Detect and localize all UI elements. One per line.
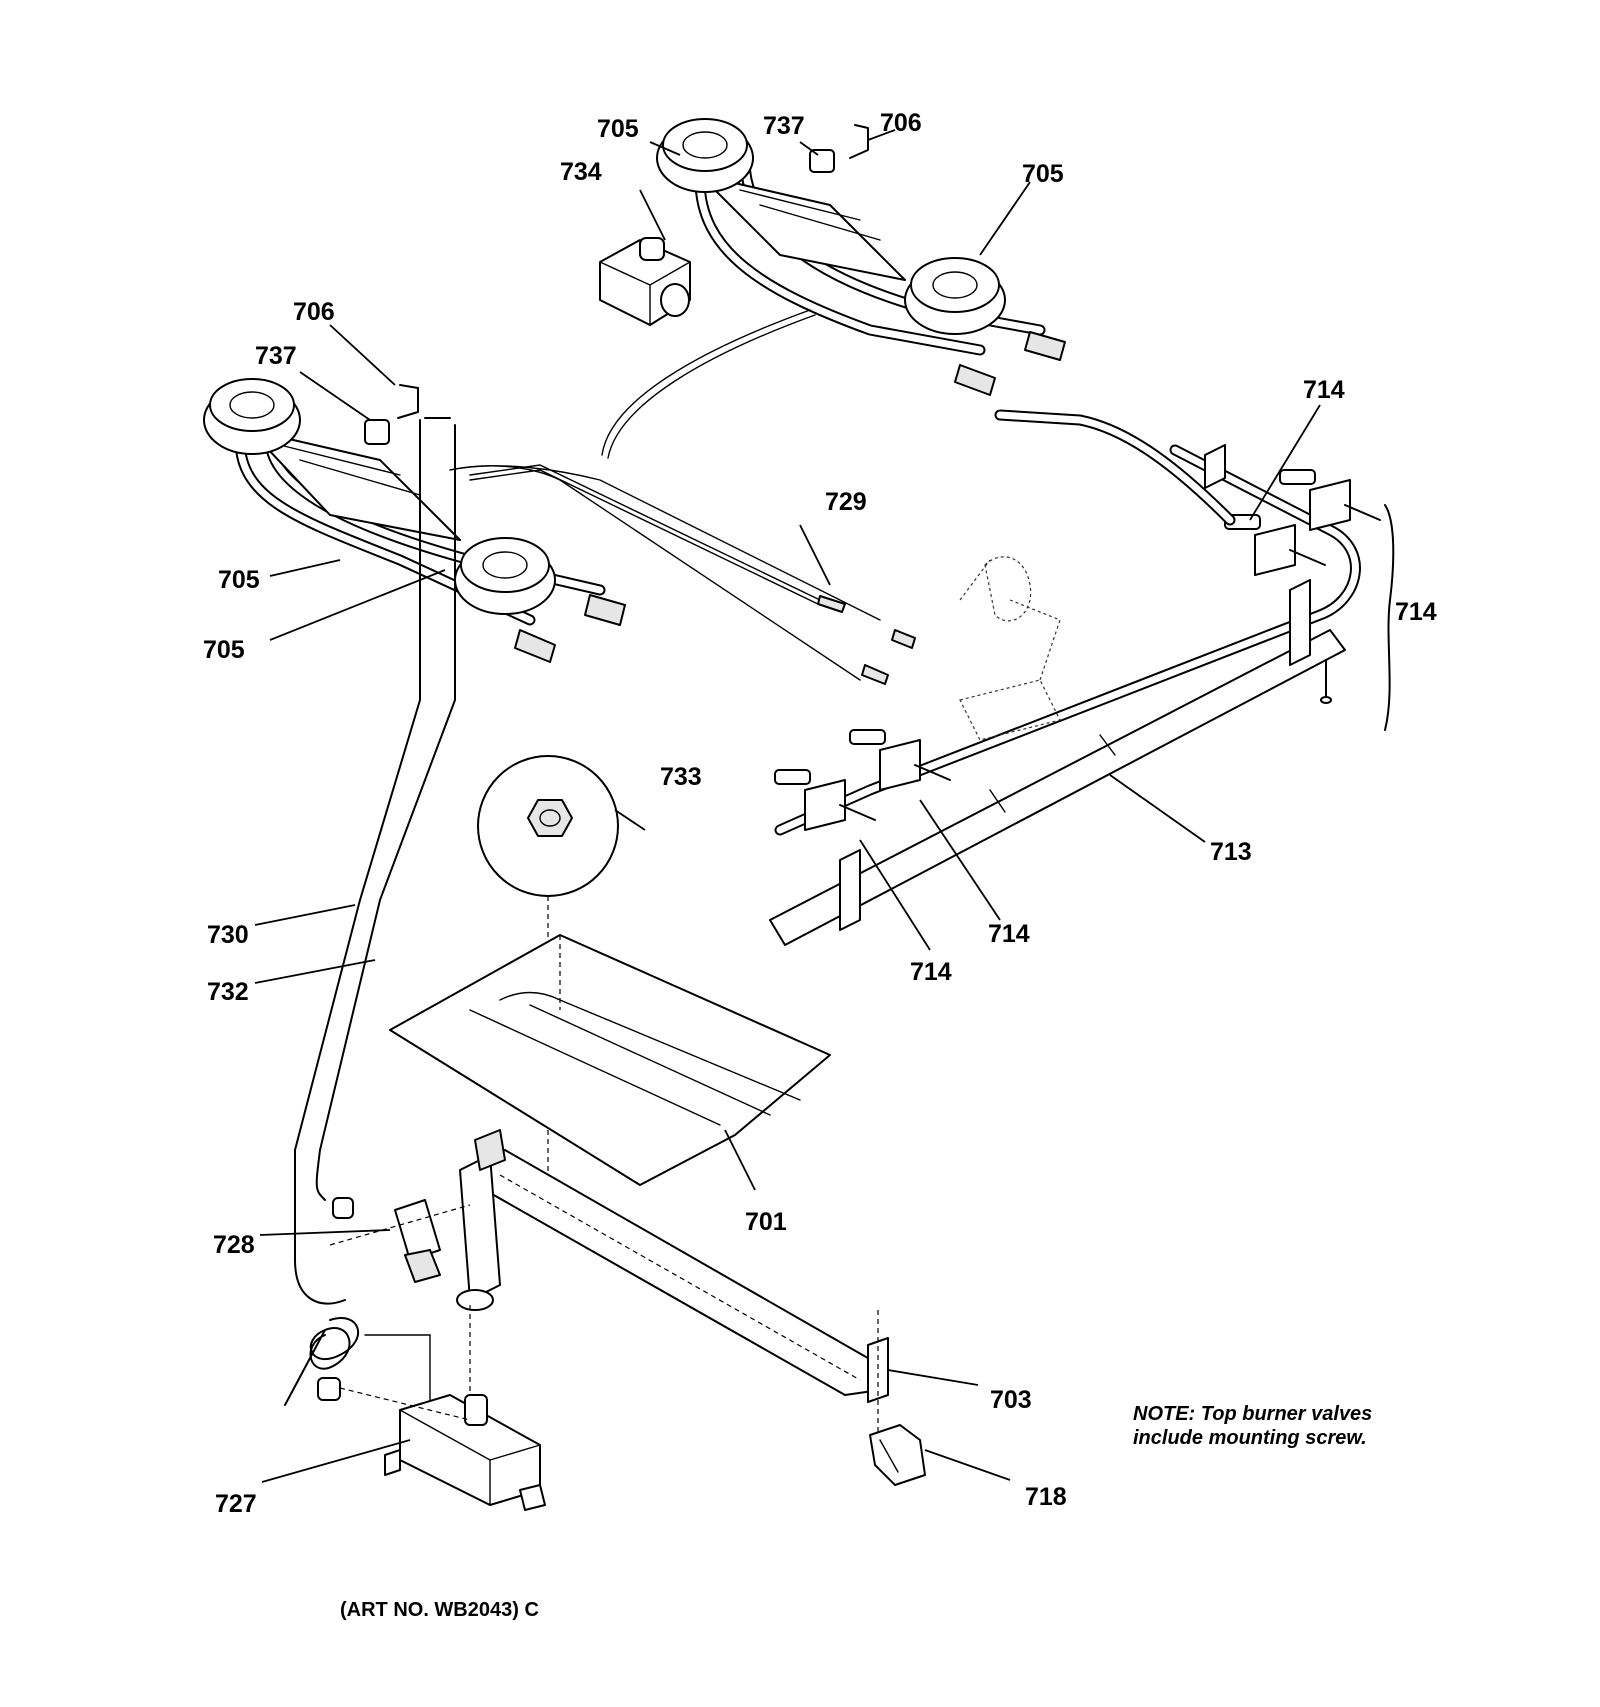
callout-labels: 705 737 706 734 705 706 737 714 729 705 … [203, 109, 1437, 1518]
callout-729: 732 [207, 978, 249, 1006]
callout-714: 714 [910, 958, 952, 986]
callout-718: 728 [213, 1231, 255, 1259]
callout-714: 714 [1395, 598, 1437, 626]
valve-rear-left [1224, 514, 1326, 576]
pilot-tubes [294, 417, 916, 1401]
callout-733: 718 [1025, 1483, 1067, 1511]
valve-front-right [849, 729, 951, 791]
callout-714: 714 [988, 920, 1030, 948]
burner-valves [774, 469, 1395, 831]
gas-supply-line [601, 309, 1236, 741]
callout-737: 737 [255, 342, 297, 370]
callout-713: 713 [1210, 838, 1252, 866]
callout-714: 714 [1303, 376, 1345, 404]
callout-727: 729 [825, 488, 867, 516]
callout-706: 706 [293, 298, 335, 326]
callout-732: 734 [560, 158, 602, 186]
valve-rear-right [1279, 469, 1381, 531]
broil-burner-bracket [869, 1424, 926, 1486]
note-line-1: NOTE: Top burner valves [1133, 1403, 1372, 1425]
callout-705: 705 [1022, 160, 1064, 188]
leader-lines [254, 129, 1321, 1483]
valve-front-left [774, 769, 876, 831]
callout-701: 701 [745, 1208, 787, 1236]
manifold [769, 444, 1361, 946]
pressure-regulator [599, 237, 691, 326]
callout-734: 733 [660, 763, 702, 791]
rear-burner-assembly [656, 118, 1066, 396]
callout-705: 705 [203, 636, 245, 664]
callout-703: 703 [990, 1386, 1032, 1414]
callout-705: 705 [218, 566, 260, 594]
callout-730: 727 [215, 1490, 257, 1518]
callout-706: 706 [880, 109, 922, 137]
broiler-baffle [389, 934, 831, 1186]
callout-737: 737 [763, 112, 805, 140]
oven-thermostat [284, 1317, 546, 1511]
callout-705: 705 [597, 115, 639, 143]
callout-728: 730 [207, 921, 249, 949]
left-burner-assembly [203, 378, 626, 663]
note-line-2: include mounting screw. [1133, 1427, 1367, 1449]
broil-igniter [329, 1199, 471, 1283]
art-number: (ART NO. WB2043) C [340, 1599, 539, 1621]
broil-burner [456, 1129, 889, 1440]
